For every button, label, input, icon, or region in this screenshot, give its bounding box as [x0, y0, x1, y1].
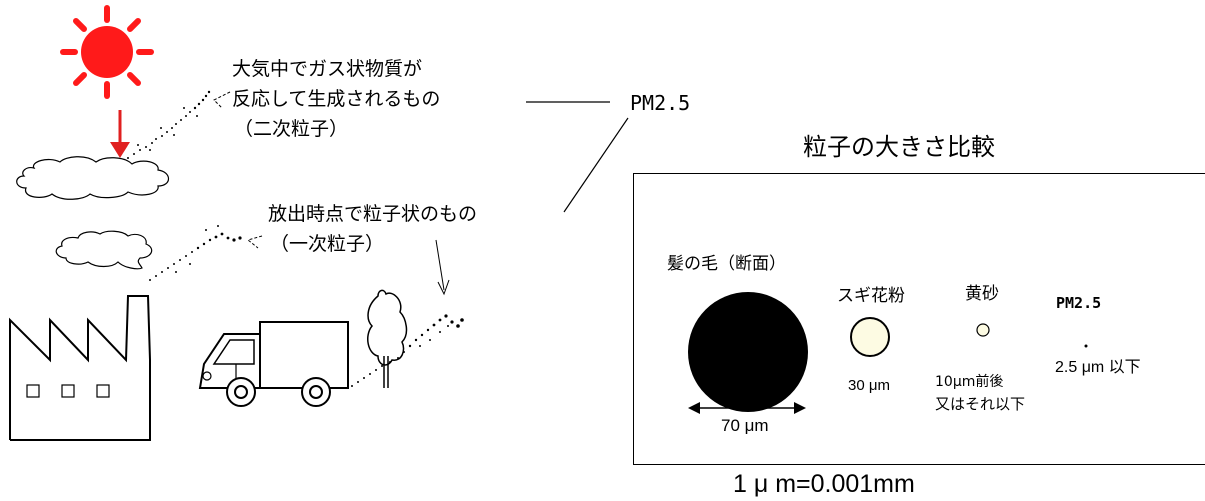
tree-icon: [366, 289, 408, 388]
secondary-particle-label: 大気中でガス状物質が: [232, 58, 423, 80]
truck-icon: [198, 321, 349, 407]
sand-particle: [976, 323, 990, 337]
hair-label: 髪の毛（断面）: [667, 254, 786, 274]
cloud-icon: [55, 230, 153, 270]
primary-particle-label: （一次粒子）: [270, 233, 385, 255]
pm25-target-label: PM2.5: [630, 91, 691, 115]
pollen-particle: [850, 317, 890, 357]
sand-size-label: 10μm前後: [935, 374, 1004, 390]
factory-icon: [9, 295, 151, 441]
hair-size-label: 70 μm: [721, 416, 769, 435]
sun-icon: [60, 5, 154, 99]
pollen-label: スギ花粉: [837, 286, 905, 306]
hair-cross-section: [688, 292, 808, 412]
comparison-panel: [633, 173, 1205, 465]
pm25-label: PM2.5: [1056, 294, 1102, 312]
pm25-particle: [1084, 344, 1088, 348]
primary-particle-label: 放出時点で粒子状のもの: [268, 203, 478, 225]
unit-footnote: 1 μ m=0.001mm: [733, 470, 915, 498]
particle-comparison: [688, 292, 1088, 414]
secondary-particle-label: （二次粒子）: [234, 118, 349, 140]
sand-size-label: 又はそれ以下: [935, 395, 1026, 413]
sand-label: 黄砂: [965, 284, 999, 304]
down-arrow-icon: [110, 110, 130, 158]
pollen-size-label: 30 μm: [848, 377, 890, 394]
cloud-icon: [16, 156, 170, 200]
truck-exhaust-trail: [351, 314, 464, 387]
secondary-particle-label: 反応して生成されるもの: [232, 88, 441, 110]
comparison-title: 粒子の大きさ比較: [803, 133, 995, 161]
primary-particle-trail: [149, 225, 242, 281]
gas-particle-trail: [127, 90, 211, 159]
pm25-size-label: 2.5 μm 以下: [1055, 359, 1141, 376]
